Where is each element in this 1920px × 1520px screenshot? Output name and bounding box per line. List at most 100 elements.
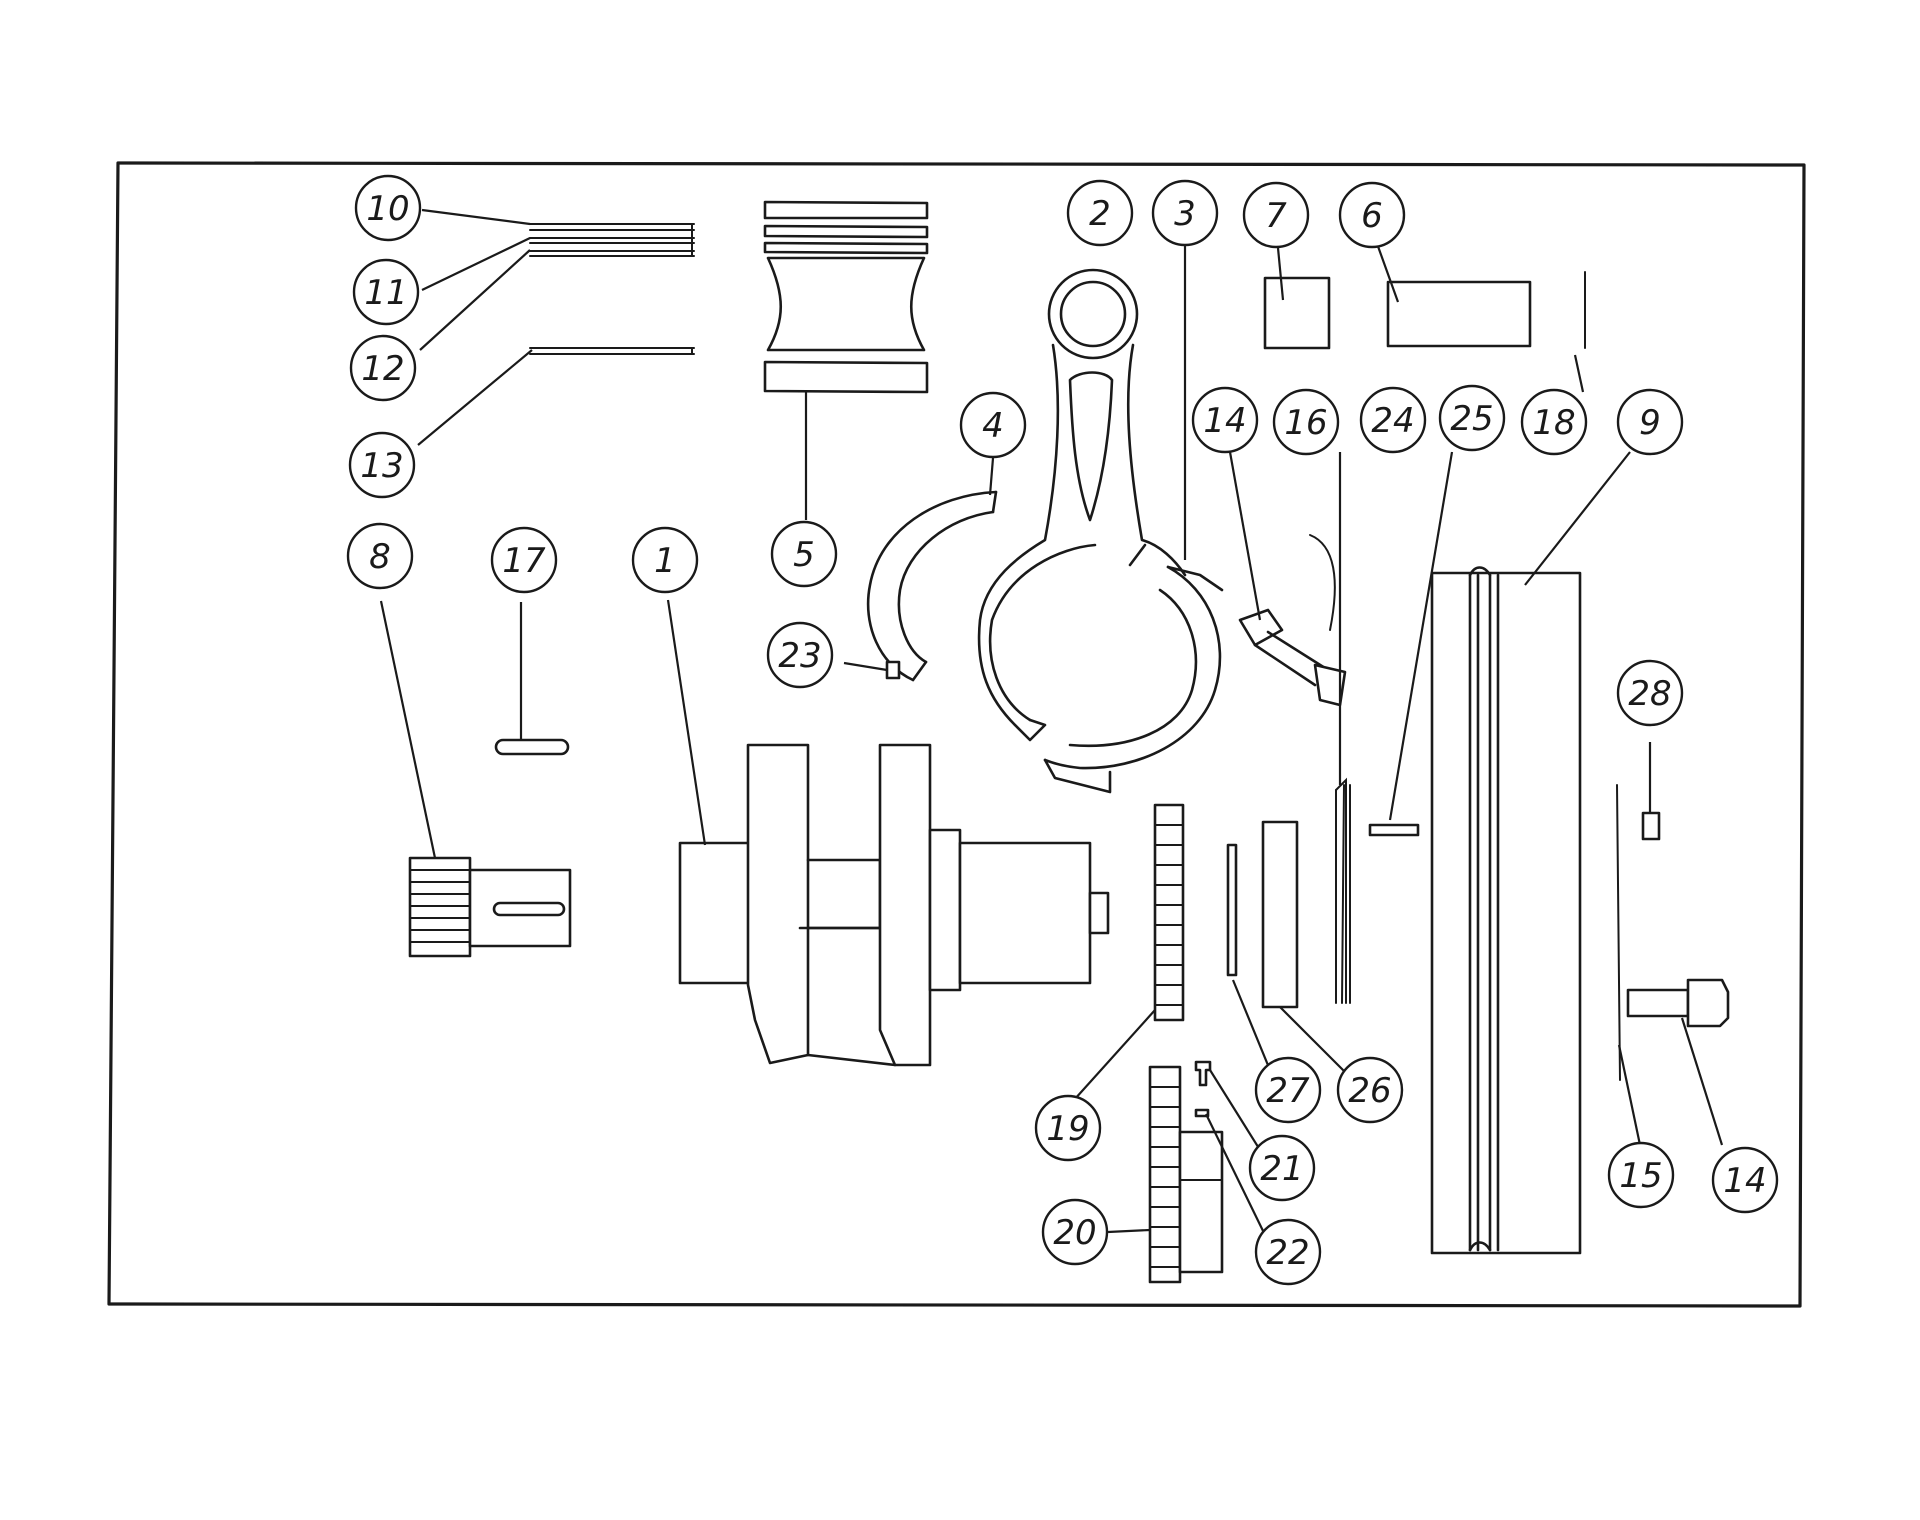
callout-number: 23 xyxy=(778,636,821,676)
callout-circle xyxy=(490,526,558,594)
callout-1: 1 xyxy=(631,526,699,594)
bearing-shell-half xyxy=(866,490,998,682)
callout-circle xyxy=(348,431,416,499)
callout-number: 19 xyxy=(1046,1109,1089,1149)
callout-number: 16 xyxy=(1284,403,1327,443)
callout-number: 4 xyxy=(982,406,1004,446)
callout-8: 8 xyxy=(346,522,414,590)
callout-4: 4 xyxy=(959,391,1027,459)
callout-circle xyxy=(766,621,834,689)
callout-circle xyxy=(1616,388,1684,456)
callout-circle xyxy=(1034,1094,1102,1162)
callout-16: 16 xyxy=(1272,388,1340,456)
leader-lines xyxy=(379,208,1724,1238)
diagram-frame xyxy=(107,161,1806,1308)
timing-gear xyxy=(1153,803,1185,1022)
callout-circle xyxy=(1041,1198,1109,1266)
callout-12: 12 xyxy=(349,334,417,402)
crankshaft xyxy=(678,743,1110,1067)
piston-rings xyxy=(529,223,695,257)
callout-circle xyxy=(346,522,414,590)
callout-circle xyxy=(959,391,1027,459)
callout-number: 21 xyxy=(1260,1149,1303,1189)
callout-number: 6 xyxy=(1361,196,1383,236)
callout-9: 9 xyxy=(1616,388,1684,456)
callout-circle xyxy=(349,334,417,402)
shim-ring xyxy=(1226,843,1238,977)
rod-bolt-upper xyxy=(1238,608,1347,707)
callout-number: 27 xyxy=(1266,1071,1310,1111)
callout-6: 6 xyxy=(1338,181,1406,249)
callout-number: 14 xyxy=(1203,401,1246,441)
spring-clip xyxy=(1309,534,1336,631)
small-screw-21 xyxy=(1194,1060,1212,1087)
callout-number: 11 xyxy=(364,273,407,313)
callout-number: 26 xyxy=(1348,1071,1391,1111)
dowel-pin xyxy=(885,660,901,680)
callout-number: 3 xyxy=(1174,194,1196,234)
callout-circle xyxy=(1359,386,1427,454)
long-thin-parts xyxy=(1335,777,1351,1004)
callout-circle xyxy=(1336,1056,1404,1124)
callout-number: 1 xyxy=(654,541,676,581)
spacer-sleeve xyxy=(1261,820,1299,1009)
drive-gear xyxy=(1148,1065,1224,1284)
callout-circle xyxy=(1338,181,1406,249)
callout-number: 13 xyxy=(360,446,403,486)
thin-strip xyxy=(1616,784,1621,1081)
piston-pin xyxy=(1263,276,1331,350)
callout-number: 17 xyxy=(502,541,546,581)
callout-circle xyxy=(1248,1134,1316,1202)
rod-cap xyxy=(1043,565,1224,794)
woodruff-key xyxy=(494,738,570,756)
callout-circle xyxy=(631,526,699,594)
callout-28: 28 xyxy=(1616,659,1684,727)
callout-circle xyxy=(352,258,420,326)
callout-11: 11 xyxy=(352,258,420,326)
callout-number: 7 xyxy=(1265,196,1287,236)
sleeve xyxy=(1386,280,1532,348)
oil-ring xyxy=(529,347,695,355)
callout-13: 13 xyxy=(348,431,416,499)
callout-number: 5 xyxy=(793,535,815,575)
callout-15: 15 xyxy=(1607,1141,1675,1209)
tiny-key-22 xyxy=(1194,1108,1210,1118)
callout-18: 18 xyxy=(1520,388,1588,456)
callout-number: 14 xyxy=(1723,1161,1766,1201)
callout-14: 14 xyxy=(1711,1146,1779,1214)
callout-14: 14 xyxy=(1191,386,1259,454)
callout-10: 10 xyxy=(354,174,422,242)
callout-circle xyxy=(1254,1218,1322,1286)
callout-number: 20 xyxy=(1053,1213,1096,1253)
callout-circle xyxy=(1066,179,1134,247)
callout-number: 10 xyxy=(366,189,409,229)
callout-circle xyxy=(1438,384,1506,452)
callout-2: 2 xyxy=(1066,179,1134,247)
callout-number: 2 xyxy=(1089,194,1111,234)
callout-22: 22 xyxy=(1254,1218,1322,1286)
callout-number: 8 xyxy=(369,537,391,577)
callout-20: 20 xyxy=(1041,1198,1109,1266)
callout-circle xyxy=(770,520,838,588)
connecting-rod xyxy=(977,268,1187,742)
small-nut xyxy=(1641,811,1661,841)
callout-number: 12 xyxy=(361,349,404,389)
callout-number: 22 xyxy=(1266,1233,1309,1273)
callout-circle xyxy=(1272,388,1340,456)
callout-17: 17 xyxy=(490,526,558,594)
small-pin-25 xyxy=(1368,823,1420,837)
callout-25: 25 xyxy=(1438,384,1506,452)
callout-number: 24 xyxy=(1371,401,1414,441)
rod-bolt-lower xyxy=(1626,978,1730,1028)
callout-7: 7 xyxy=(1242,181,1310,249)
callout-26: 26 xyxy=(1336,1056,1404,1124)
callout-circle xyxy=(1616,659,1684,727)
callout-circle xyxy=(1191,386,1259,454)
callout-3: 3 xyxy=(1151,179,1219,247)
callout-circle xyxy=(354,174,422,242)
callout-circle xyxy=(1711,1146,1779,1214)
callout-circle xyxy=(1151,179,1219,247)
callout-number: 15 xyxy=(1619,1156,1662,1196)
